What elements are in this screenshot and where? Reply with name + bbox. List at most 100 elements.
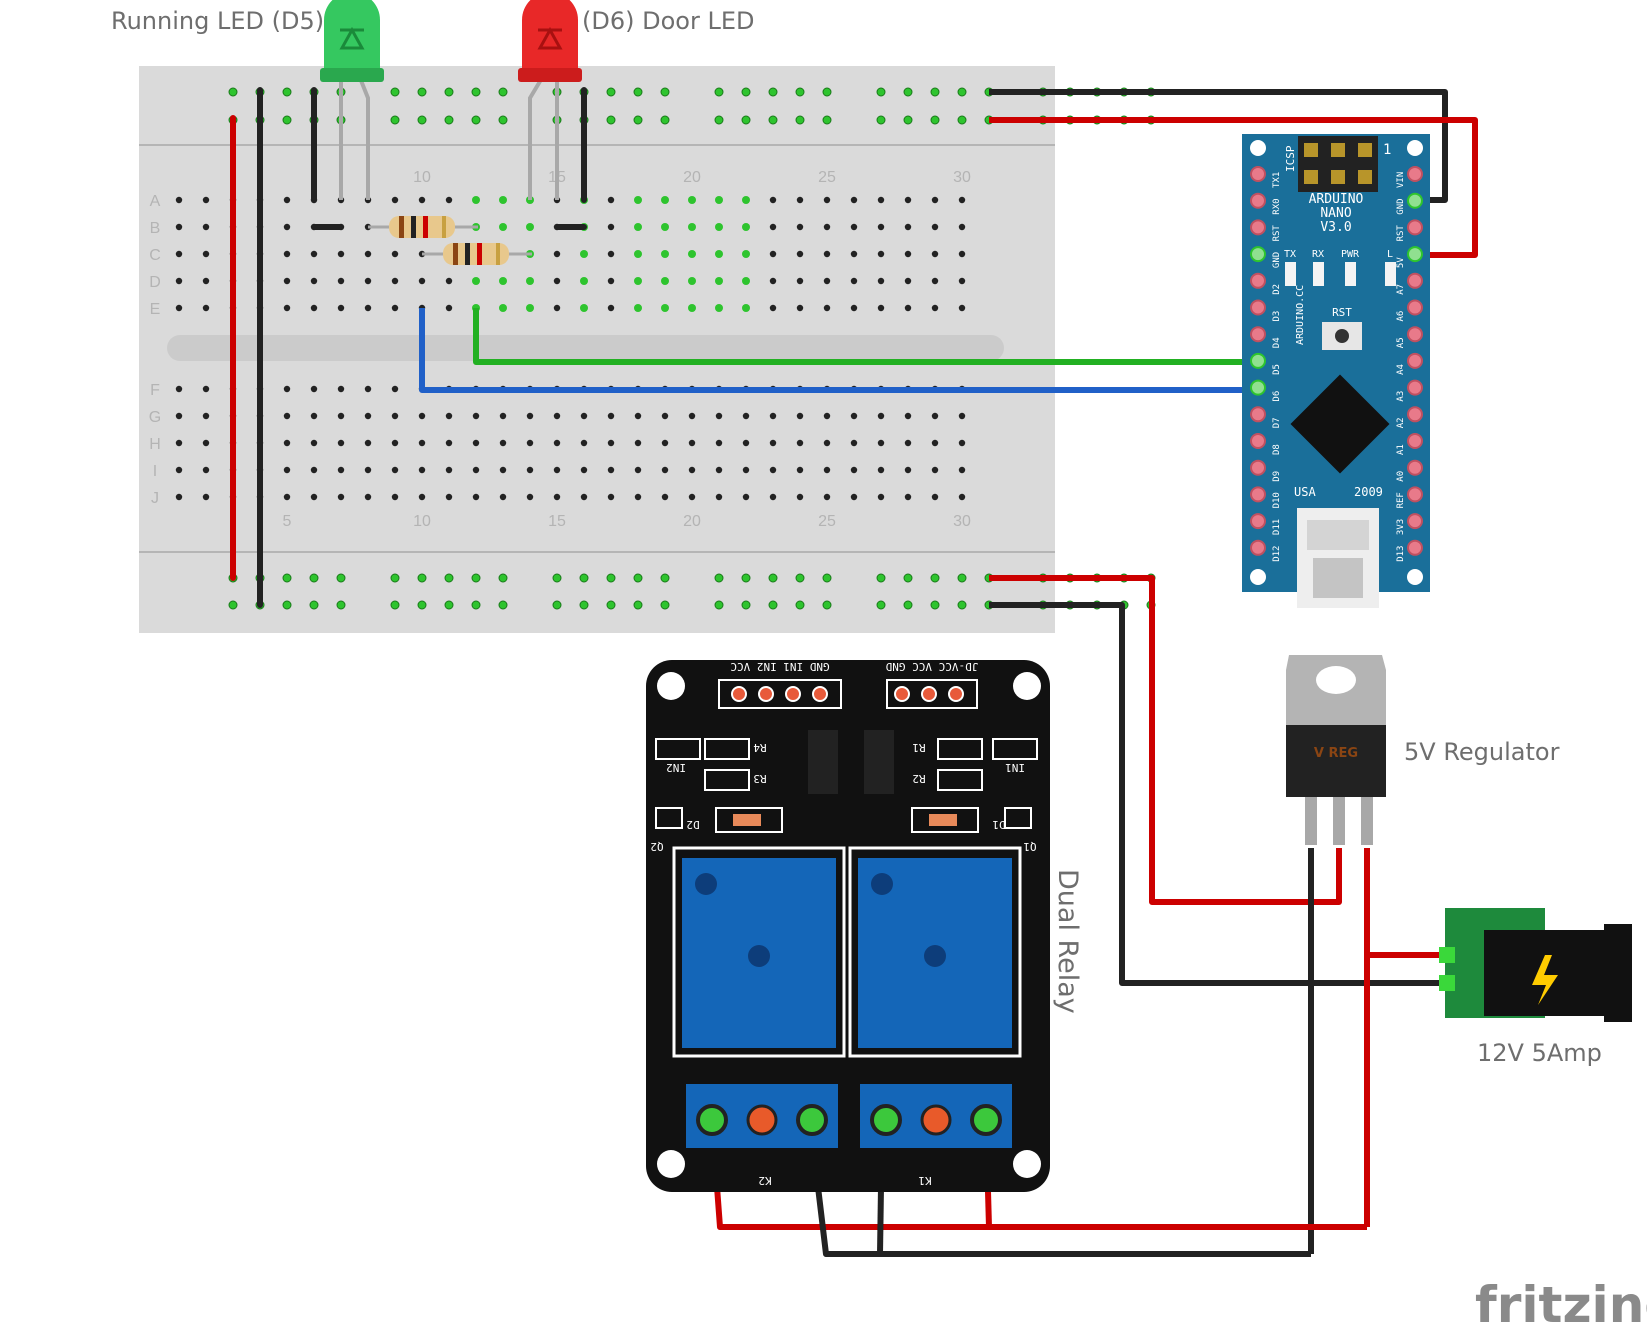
- bb-hole: [499, 304, 507, 312]
- bb-hole: [715, 466, 723, 474]
- bb-hole: [310, 385, 318, 393]
- rail-hole: [876, 573, 886, 583]
- relay-board: [646, 660, 1050, 1192]
- bb-hole: [337, 493, 345, 501]
- relay-smd-part: [992, 738, 1038, 760]
- bb-hole: [931, 466, 939, 474]
- bb-hole: [553, 250, 561, 258]
- rail-hole: [471, 600, 481, 610]
- power-jack: [1439, 908, 1632, 1022]
- bb-hole: [175, 439, 183, 447]
- bb-hole: [499, 412, 507, 420]
- rail-hole: [822, 87, 832, 97]
- rail-hole: [957, 115, 967, 125]
- label-running-led: Running LED (D5): [111, 7, 324, 35]
- bb-hole: [202, 196, 210, 204]
- rail-hole: [498, 600, 508, 610]
- bb-hole: [418, 277, 426, 285]
- bb-hole: [310, 250, 318, 258]
- nano-pin: [1407, 246, 1423, 263]
- rail-hole: [633, 115, 643, 125]
- nano-pin: [1407, 219, 1423, 236]
- relay-part-label: Q1: [1023, 840, 1036, 853]
- nano-pin-label: D5: [1272, 364, 1282, 375]
- bb-hole: [580, 439, 588, 447]
- bb-hole: [877, 250, 885, 258]
- voltage-regulator: V REG: [1286, 655, 1386, 845]
- bb-hole: [445, 196, 453, 204]
- rail-hole: [444, 87, 454, 97]
- bb-hole: [526, 304, 534, 312]
- bb-hole: [283, 466, 291, 474]
- bb-hole: [175, 196, 183, 204]
- bb-hole: [796, 304, 804, 312]
- green-led: [320, 0, 384, 200]
- rail-hole: [741, 600, 751, 610]
- label-power-supply: 12V 5Amp: [1477, 1039, 1602, 1067]
- rail-hole: [876, 600, 886, 610]
- rail-hole: [957, 87, 967, 97]
- rail-hole: [930, 600, 940, 610]
- relay-part-label: R4: [753, 741, 767, 754]
- rail-hole: [714, 600, 724, 610]
- bb-hole: [607, 493, 615, 501]
- rail-hole: [714, 87, 724, 97]
- bb-hole: [445, 439, 453, 447]
- bb-hole: [607, 466, 615, 474]
- bb-hole: [958, 277, 966, 285]
- bb-hole: [472, 439, 480, 447]
- bb-hole: [202, 493, 210, 501]
- bb-hole: [877, 493, 885, 501]
- rail-hole: [309, 573, 319, 583]
- nano-pin: [1407, 299, 1423, 316]
- rail-hole: [795, 600, 805, 610]
- rail-hole: [957, 600, 967, 610]
- rail-hole: [606, 573, 616, 583]
- bb-hole: [364, 304, 372, 312]
- wire-5v-nano: [989, 117, 1478, 258]
- relay-header-pin: [731, 686, 747, 702]
- relay-smd-part: [704, 738, 750, 760]
- bb-hole: [958, 493, 966, 501]
- bb-hole: [715, 493, 723, 501]
- bb-hole: [661, 304, 669, 312]
- bb-hole: [715, 223, 723, 231]
- nano-pin-label: GND: [1272, 252, 1282, 268]
- bb-hole: [931, 493, 939, 501]
- rail-hole: [876, 115, 886, 125]
- bb-hole: [526, 277, 534, 285]
- rail-hole: [552, 600, 562, 610]
- rail-hole: [714, 115, 724, 125]
- rail-hole: [930, 115, 940, 125]
- bb-hole: [823, 439, 831, 447]
- relay-part-label: IN2: [666, 761, 686, 774]
- rail-hole: [282, 600, 292, 610]
- row-letter: I: [153, 463, 157, 480]
- nano-pin-label: D13: [1396, 546, 1406, 562]
- bb-hole: [823, 412, 831, 420]
- bb-hole: [769, 412, 777, 420]
- bb-hole: [607, 304, 615, 312]
- bb-hole: [796, 493, 804, 501]
- bb-hole: [283, 250, 291, 258]
- row-letter: H: [149, 436, 161, 453]
- rail-hole: [471, 573, 481, 583]
- rail-hole: [417, 115, 427, 125]
- bb-hole: [499, 223, 507, 231]
- bb-hole: [499, 277, 507, 285]
- breadboard-center-channel: [167, 335, 1004, 361]
- bb-hole: [310, 412, 318, 420]
- nano-pin: [1407, 352, 1423, 369]
- rail-hole: [822, 115, 832, 125]
- bb-hole: [607, 223, 615, 231]
- bb-hole: [715, 196, 723, 204]
- bb-hole: [553, 277, 561, 285]
- bb-hole: [364, 385, 372, 393]
- red-led: [518, 0, 582, 200]
- rail-hole: [660, 600, 670, 610]
- relay-header-pin: [812, 686, 828, 702]
